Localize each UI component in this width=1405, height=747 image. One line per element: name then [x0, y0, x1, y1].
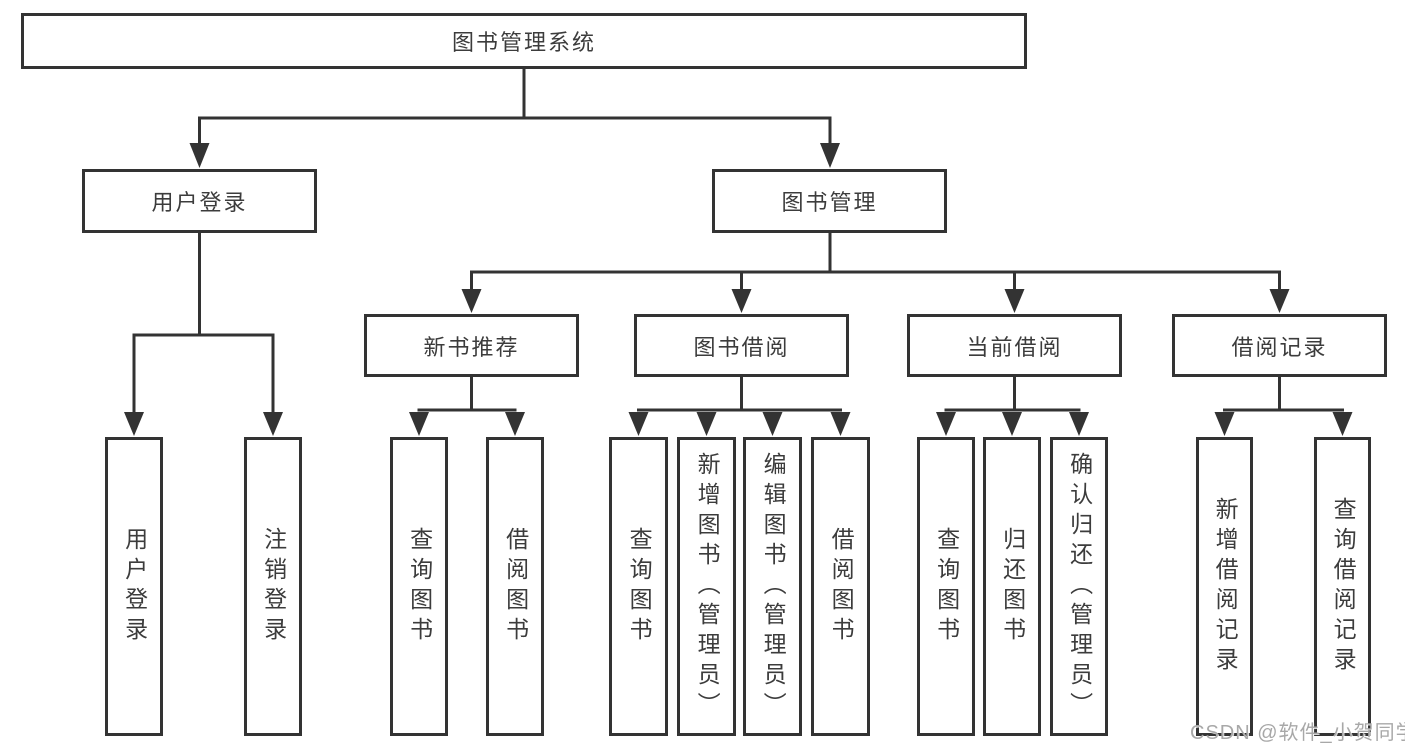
leaf-search-books-borrowing: 查询图书 [609, 437, 668, 736]
node-user-login: 用户登录 [82, 169, 317, 233]
csdn-watermark: CSDN @软件_小贺同学 [1190, 722, 1405, 744]
leaf-logout: 注销登录 [244, 437, 302, 736]
node-book-management: 图书管理 [712, 169, 947, 233]
node-current-borrowing: 当前借阅 [907, 314, 1122, 377]
leaf-add-books-admin: 新增图书（管理员） [677, 437, 736, 736]
leaf-search-borrowing-record: 查询借阅记录 [1314, 437, 1371, 736]
leaf-return-books: 归还图书 [983, 437, 1041, 736]
leaf-edit-books-admin: 编辑图书（管理员） [743, 437, 802, 736]
leaf-search-books-recommendation: 查询图书 [390, 437, 448, 736]
node-library-management-system: 图书管理系统 [21, 13, 1027, 69]
leaf-borrow-books-recommendation: 借阅图书 [486, 437, 544, 736]
node-book-borrowing: 图书借阅 [634, 314, 849, 377]
connector-lines [132, 67, 1344, 418]
leaf-borrow-books-borrowing: 借阅图书 [811, 437, 870, 736]
leaf-user-login: 用户登录 [105, 437, 163, 736]
node-new-book-recommendation: 新书推荐 [364, 314, 579, 377]
leaf-add-borrowing-record: 新增借阅记录 [1196, 437, 1253, 736]
leaf-search-books-current: 查询图书 [917, 437, 975, 736]
leaf-confirm-return-admin: 确认归还（管理员） [1050, 437, 1108, 736]
node-borrowing-records: 借阅记录 [1172, 314, 1387, 377]
connector-arrowheads [124, 143, 1353, 436]
